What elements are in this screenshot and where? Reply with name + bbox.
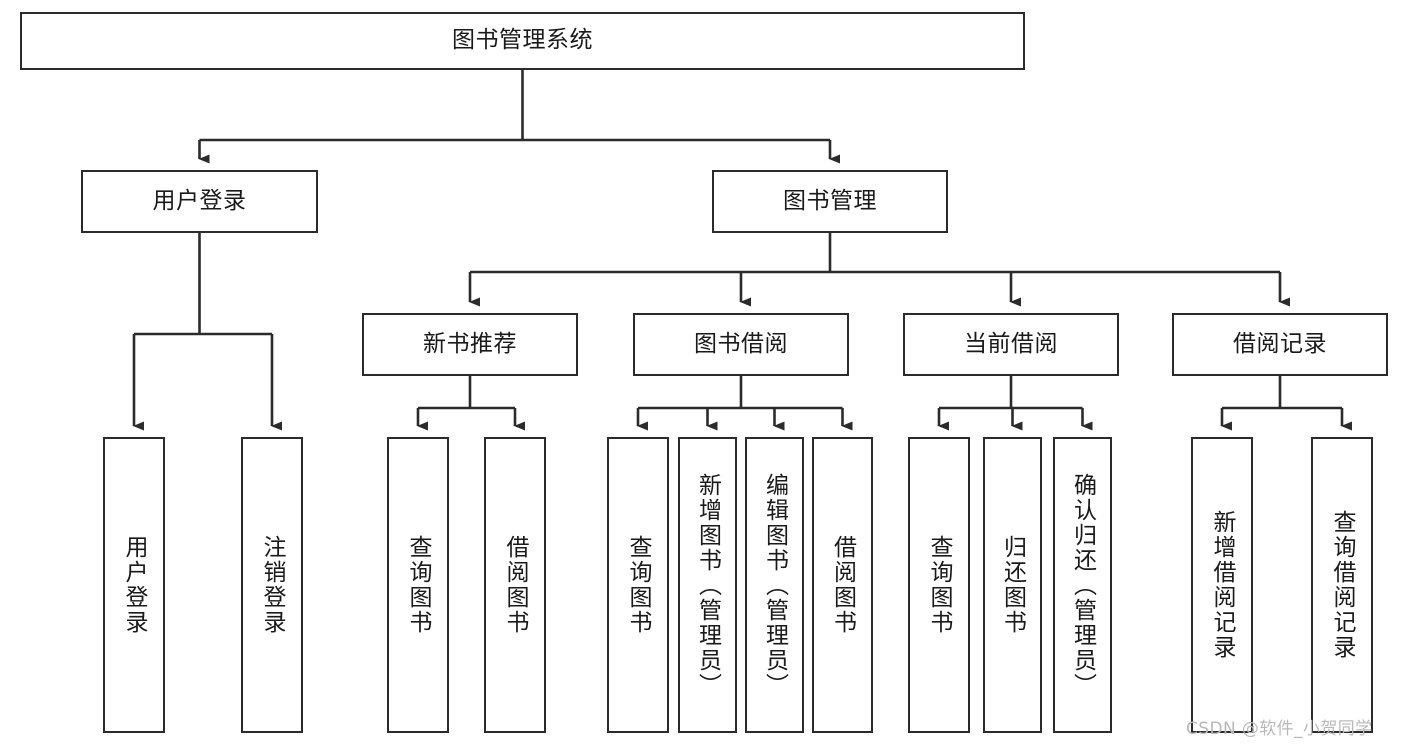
node-leaf-nb-query: 查询图书 bbox=[387, 437, 449, 733]
node-l1-book-manage: 图书管理 bbox=[712, 170, 948, 233]
node-label: 新增图书（管理员） bbox=[694, 472, 721, 698]
node-label: 注销登录 bbox=[259, 535, 286, 635]
node-leaf-cb-confirm: 确认归还（管理员） bbox=[1053, 437, 1112, 733]
node-leaf-bw-lend: 借阅图书 bbox=[812, 437, 873, 733]
node-leaf-nb-borrow: 借阅图书 bbox=[484, 437, 546, 733]
node-label: 用户登录 bbox=[152, 187, 247, 214]
node-label: 查询借阅记录 bbox=[1329, 510, 1356, 660]
node-label: 借阅图书 bbox=[829, 535, 856, 635]
node-label: 确认归还（管理员） bbox=[1069, 472, 1096, 698]
node-label: 归还图书 bbox=[999, 535, 1026, 635]
node-label: 查询图书 bbox=[405, 535, 432, 635]
node-l2-current: 当前借阅 bbox=[903, 313, 1119, 376]
node-label: 查询图书 bbox=[926, 535, 953, 635]
node-label: 图书管理系统 bbox=[452, 27, 593, 54]
node-leaf-rc-query: 查询借阅记录 bbox=[1311, 437, 1373, 733]
node-leaf-bw-edit: 编辑图书（管理员） bbox=[745, 437, 804, 733]
node-leaf-cb-query: 查询图书 bbox=[908, 437, 970, 733]
node-l2-new-book: 新书推荐 bbox=[362, 313, 578, 376]
csdn-watermark: CSDN @软件_小贺同学 bbox=[1186, 719, 1373, 739]
node-root: 图书管理系统 bbox=[20, 12, 1025, 70]
node-l1-user-login: 用户登录 bbox=[81, 170, 318, 233]
node-leaf-user-login: 用户登录 bbox=[103, 437, 165, 733]
node-label: 图书管理 bbox=[783, 187, 877, 214]
node-label: 新书推荐 bbox=[423, 330, 517, 357]
node-leaf-cb-return: 归还图书 bbox=[983, 437, 1042, 733]
node-label: 当前借阅 bbox=[964, 330, 1058, 357]
node-label: 新增借阅记录 bbox=[1209, 510, 1236, 660]
node-leaf-user-logout: 注销登录 bbox=[241, 437, 303, 733]
node-label: 编辑图书（管理员） bbox=[761, 472, 788, 698]
node-leaf-bw-query: 查询图书 bbox=[607, 437, 669, 733]
node-label: 用户登录 bbox=[121, 535, 148, 635]
node-l2-borrow: 图书借阅 bbox=[633, 313, 849, 376]
node-label: 借阅记录 bbox=[1233, 330, 1327, 357]
node-leaf-bw-add: 新增图书（管理员） bbox=[678, 437, 737, 733]
node-l2-record: 借阅记录 bbox=[1172, 313, 1388, 376]
node-leaf-rc-add: 新增借阅记录 bbox=[1191, 437, 1253, 733]
node-label: 查询图书 bbox=[625, 535, 652, 635]
node-label: 图书借阅 bbox=[694, 330, 788, 357]
node-label: 借阅图书 bbox=[502, 535, 529, 635]
